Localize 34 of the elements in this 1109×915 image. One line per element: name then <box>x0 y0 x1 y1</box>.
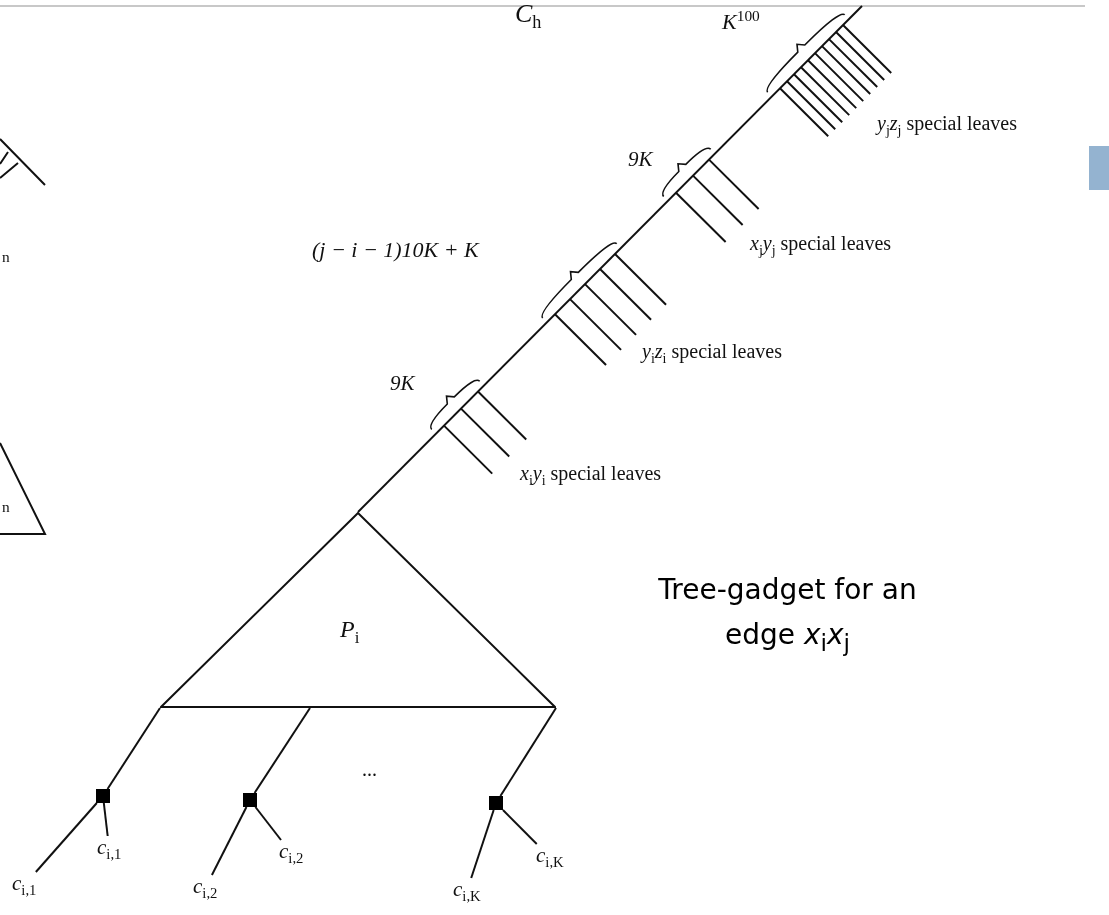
junction-square <box>96 789 110 803</box>
leaf-label: c$_{i,2}$ <box>279 840 304 867</box>
math-label: 9K <box>390 372 415 396</box>
math-label: y$_{i}$z$_{i}$ special leaves <box>642 340 782 367</box>
math-label: n <box>2 247 10 267</box>
branch-line <box>470 809 495 879</box>
junction-square <box>243 793 257 807</box>
math-label: K$^{100}$ <box>722 8 760 35</box>
leaf-label: c$_{i,K}$ <box>536 844 564 871</box>
branch-line <box>253 707 311 794</box>
branch-line <box>357 5 863 513</box>
branch-line <box>102 802 109 837</box>
math-label: 9K <box>628 148 653 172</box>
leaf-label: c$_{i,1}$ <box>97 836 122 863</box>
branch-line <box>501 809 538 845</box>
math-label: n <box>2 497 10 517</box>
leaf-label: c$_{i,K}$ <box>453 878 481 905</box>
math-label: y$_{j}$z$_{j}$ special leaves <box>877 112 1017 139</box>
branch-line <box>499 707 557 797</box>
caption: Tree-gadget for an edge x$_{i}$x$_{j}$ <box>657 572 918 659</box>
leaf-label: c$_{i,1}$ <box>12 872 37 899</box>
branch-line <box>210 806 248 876</box>
branch-line <box>34 802 98 873</box>
branch-line <box>254 806 282 841</box>
triangle-node <box>160 512 556 708</box>
math-label: C$_{h}$ <box>515 0 542 33</box>
math-label: x$_{j}$y$_{j}$ special leaves <box>750 232 892 259</box>
branch-line <box>106 707 161 790</box>
leaf-label: c$_{i,2}$ <box>193 875 218 902</box>
junction-square <box>489 796 503 810</box>
ellipsis: ... <box>362 758 377 780</box>
math-label: (j − i − 1)10K + K <box>312 238 479 263</box>
math-label: x$_{i}$y$_{i}$ special leaves <box>520 462 662 489</box>
node-label: P$_{i}$ <box>340 616 360 648</box>
